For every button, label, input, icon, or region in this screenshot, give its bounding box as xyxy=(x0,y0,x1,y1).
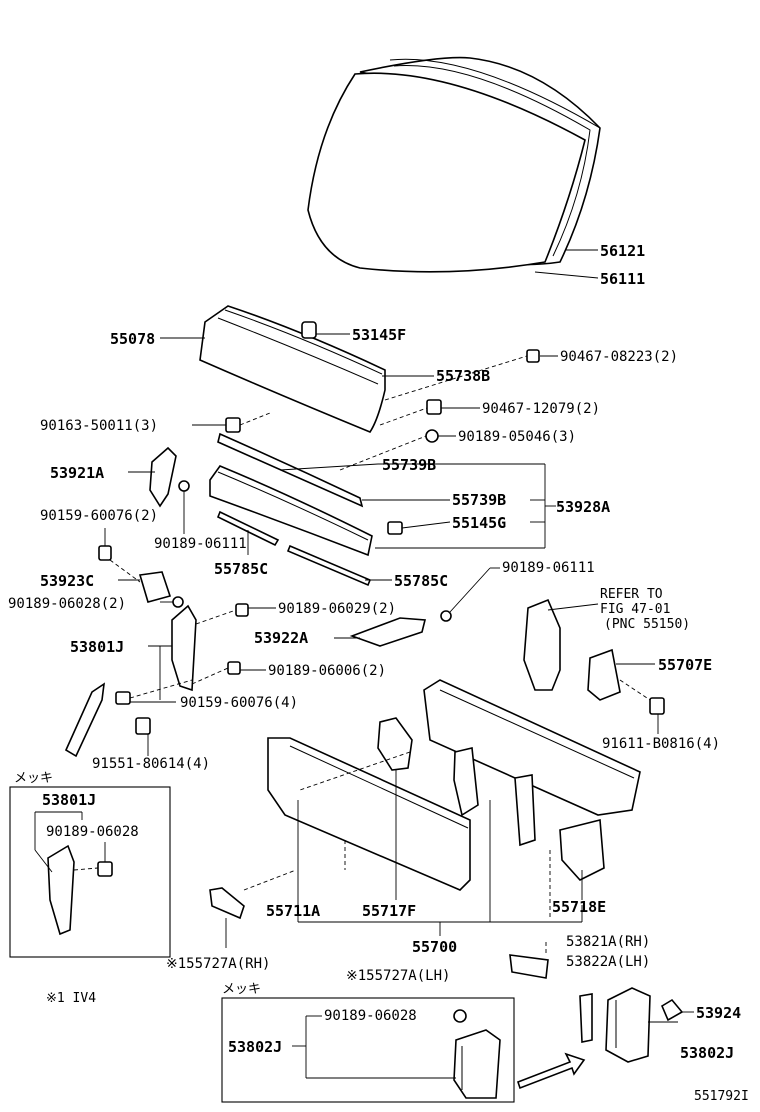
clip-55145g xyxy=(387,521,403,535)
label-box1-53801j: 53801J xyxy=(42,791,96,809)
label-box2-90189-06028: 90189-06028 xyxy=(324,1008,417,1024)
label-55727a-rh: ※155727A(RH) xyxy=(166,956,270,972)
label-53801j: 53801J xyxy=(70,638,124,656)
label-box1-90189-06028: 90189-06028 xyxy=(46,824,139,840)
label-90467-12079: 90467-12079(2) xyxy=(482,401,600,417)
detail-box-1 xyxy=(9,786,171,958)
clip-90189-06111-b xyxy=(440,610,452,622)
detail-box-2 xyxy=(221,997,515,1103)
headlamp-bezel-53821a xyxy=(579,993,593,1043)
label-note-1: ※1 IV4 xyxy=(46,991,96,1006)
direction-arrow-left xyxy=(64,682,106,758)
bracket-53921a xyxy=(149,446,177,508)
label-53822a: 53822A(LH) xyxy=(566,954,650,970)
label-mekki-1: メッキ xyxy=(14,771,53,786)
label-53923c: 53923C xyxy=(40,572,94,590)
hood-lock-support xyxy=(523,598,561,691)
clip-90189-06006 xyxy=(227,661,241,675)
label-55739b-a: 55739B xyxy=(382,456,436,474)
label-90189-06111-a: 90189-06111 xyxy=(154,536,247,552)
label-mekki-2: メッキ xyxy=(222,982,261,997)
label-55700: 55700 xyxy=(412,938,457,956)
label-box2-53802j: 53802J xyxy=(228,1038,282,1056)
label-53821a: 53821A(RH) xyxy=(566,934,650,950)
label-56121: 56121 xyxy=(600,242,645,260)
label-refer-2: FIG 47-01 xyxy=(600,602,670,617)
label-53928a: 53928A xyxy=(556,498,610,516)
label-90189-06028-2: 90189-06028(2) xyxy=(8,596,126,612)
label-53145f: 53145F xyxy=(352,326,406,344)
seal-55785c xyxy=(216,510,372,587)
clip-53924 xyxy=(660,998,684,1022)
label-55707e: 55707E xyxy=(658,656,712,674)
label-90189-06111-b: 90189-06111 xyxy=(502,560,595,576)
front-panel-55700 xyxy=(267,679,641,891)
label-90467-08223: 90467-08223(2) xyxy=(560,349,678,365)
bolt-91551-80614 xyxy=(135,717,151,735)
screw-90159-60076 xyxy=(98,545,112,561)
cowl-top-panel xyxy=(199,305,386,433)
label-55785c-a: 55785C xyxy=(214,560,268,578)
bracket-53923c xyxy=(138,571,184,608)
label-53922a: 53922A xyxy=(254,629,308,647)
bolt-91611-b0816 xyxy=(649,697,665,715)
label-90159-60076-4: 90159-60076(4) xyxy=(180,695,298,711)
weatherstrip-55739b-upper xyxy=(217,432,364,508)
clip-90189-06029 xyxy=(235,603,249,617)
garnish-53922a xyxy=(349,617,427,647)
label-90189-06006: 90189-06006(2) xyxy=(268,663,386,679)
label-53924: 53924 xyxy=(696,1004,741,1022)
clip-90467-12079 xyxy=(426,399,442,415)
clip-90189-06111 xyxy=(178,480,190,492)
windshield-glass xyxy=(307,72,586,273)
clip-90189-05046 xyxy=(425,429,439,443)
label-90159-60076-2: 90159-60076(2) xyxy=(40,508,158,524)
label-90189-05046: 90189-05046(3) xyxy=(458,429,576,445)
grille-53801j xyxy=(171,604,197,692)
direction-arrow-bottom xyxy=(516,1052,586,1090)
label-55727a-lh: ※155727A(LH) xyxy=(346,968,450,984)
bracket-55727a-rh xyxy=(209,887,245,920)
clip-53145f xyxy=(301,321,317,339)
label-53921a: 53921A xyxy=(50,464,104,482)
label-55717f: 55717F xyxy=(362,902,416,920)
screw-90163-50011 xyxy=(225,417,241,433)
label-90163-50011: 90163-50011(3) xyxy=(40,418,158,434)
label-53802j: 53802J xyxy=(680,1044,734,1062)
label-56111: 56111 xyxy=(600,270,645,288)
grille-53802j-right xyxy=(605,987,651,1063)
label-55078: 55078 xyxy=(110,330,155,348)
label-refer-1: REFER TO xyxy=(600,587,663,602)
label-refer-3: (PNC 55150) xyxy=(604,617,690,632)
nut-90467-08223 xyxy=(526,349,540,363)
label-55718e: 55718E xyxy=(552,898,606,916)
label-55739b-b: 55739B xyxy=(452,491,506,509)
label-91611-b0816: 91611-B0816(4) xyxy=(602,736,720,752)
label-55711a: 55711A xyxy=(266,902,320,920)
bracket-55707e xyxy=(587,648,621,701)
label-91551-80614: 91551-80614(4) xyxy=(92,756,210,772)
screw-90159-60076-b xyxy=(115,691,131,705)
label-55785c-b: 55785C xyxy=(394,572,448,590)
bracket-55727a-lh xyxy=(509,954,549,979)
label-55738b: 55738B xyxy=(436,367,490,385)
label-55145g: 55145G xyxy=(452,514,506,532)
label-figure-number: 551792I xyxy=(694,1089,749,1104)
louver-panel xyxy=(209,465,373,557)
label-90189-06029: 90189-06029(2) xyxy=(278,601,396,617)
